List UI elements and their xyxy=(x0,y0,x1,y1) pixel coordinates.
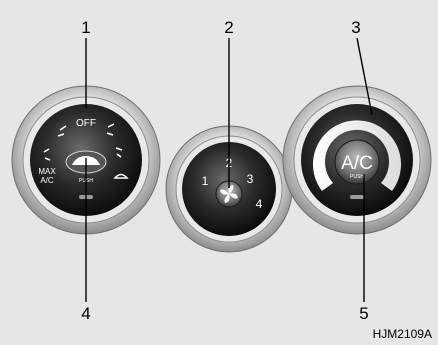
fan-speed-knob[interactable]: 1 2 3 4 xyxy=(165,125,293,253)
callout-2: 2 xyxy=(224,18,233,37)
fan-icon xyxy=(220,185,238,203)
vent-floor-icon xyxy=(43,148,51,161)
vent-face-icon xyxy=(57,125,67,137)
leader-line-3 xyxy=(356,37,373,116)
ac-button-label: A/C xyxy=(341,153,373,174)
mode-off-label: OFF xyxy=(76,118,96,129)
fan-speed-4-label: 4 xyxy=(256,197,263,211)
ac-button[interactable]: A/C PUSH xyxy=(334,139,380,185)
callout-3: 3 xyxy=(351,18,360,37)
ac-push-label: PUSH xyxy=(350,174,364,180)
fan-speed-3-label: 3 xyxy=(247,172,254,186)
fan-speed-1-label: 1 xyxy=(202,174,209,188)
callout-5: 5 xyxy=(359,304,368,323)
temperature-scale-arc xyxy=(312,120,401,191)
callout-4: 4 xyxy=(81,304,90,323)
vent-bilevel-icon xyxy=(106,123,115,136)
mode-max-ac-label: MAX xyxy=(38,167,56,176)
temperature-knob[interactable]: A/C PUSH xyxy=(282,85,432,235)
leader-lines xyxy=(85,37,373,302)
vent-floor-defrost-icon xyxy=(115,147,123,158)
ac-indicator-light xyxy=(350,195,364,199)
defrost-icon xyxy=(113,173,129,179)
figure-code: HJM2109A xyxy=(373,327,432,341)
mode-max-ac-label-2: A/C xyxy=(40,176,54,185)
callout-1: 1 xyxy=(81,18,90,37)
